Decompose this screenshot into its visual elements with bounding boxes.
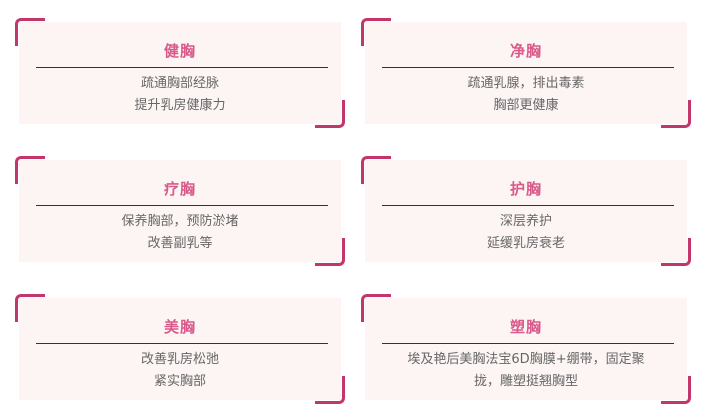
card-divider [382,67,674,68]
card-desc-line2: 延缓乳房衰老 [486,236,565,251]
corner-bracket-bottom-right [661,376,691,404]
corner-bracket-bottom-right [315,238,345,266]
corner-bracket-bottom-right [315,100,345,128]
corner-bracket-top-left [361,156,391,184]
card-divider [36,205,328,206]
corner-bracket-top-left [15,18,45,46]
card-desc-line2: 拢，雕塑挺翘胸型 [473,374,578,389]
card-suxiong: 塑胸 埃及艳后美胸法宝6D胸膜+绷带，固定聚 拢，雕塑挺翘胸型 [361,294,691,404]
card-huxiong: 护胸 深层养护 延缓乳房衰老 [361,156,691,266]
card-divider [382,205,674,206]
card-title: 健胸 [163,42,196,60]
corner-bracket-bottom-right [661,238,691,266]
corner-bracket-bottom-right [661,100,691,128]
card-title: 净胸 [509,42,542,60]
card-jingxiong: 净胸 疏通乳腺，排出毒素 胸部更健康 [361,18,691,128]
card-desc-line1: 保养胸部，预防淤堵 [121,214,239,229]
card-divider [36,67,328,68]
card-desc-line1: 疏通乳腺，排出毒素 [467,76,585,91]
card-desc-line2: 提升乳房健康力 [134,98,226,113]
corner-bracket-top-left [15,294,45,322]
card-divider [382,343,674,344]
card-desc-line2: 紧实胸部 [153,374,206,389]
card-desc-line1: 改善乳房松弛 [140,352,219,367]
card-desc-line1: 埃及艳后美胸法宝6D胸膜+绷带，固定聚 [407,352,645,367]
corner-bracket-top-left [361,294,391,322]
corner-bracket-bottom-right [315,376,345,404]
card-title: 美胸 [163,318,196,336]
card-desc-line1: 深层养护 [499,214,552,229]
card-desc-line2: 改善副乳等 [147,236,213,251]
card-desc-line2: 胸部更健康 [493,98,559,113]
card-divider [36,343,328,344]
card-meixiong: 美胸 改善乳房松弛 紧实胸部 [15,294,345,404]
corner-bracket-top-left [361,18,391,46]
card-title: 护胸 [509,180,542,198]
card-desc-line1: 疏通胸部经脉 [140,76,219,91]
card-title: 塑胸 [509,318,542,336]
card-title: 疗胸 [163,180,196,198]
card-jianxiong: 健胸 疏通胸部经脉 提升乳房健康力 [15,18,345,128]
card-liaoxiong: 疗胸 保养胸部，预防淤堵 改善副乳等 [15,156,345,266]
corner-bracket-top-left [15,156,45,184]
